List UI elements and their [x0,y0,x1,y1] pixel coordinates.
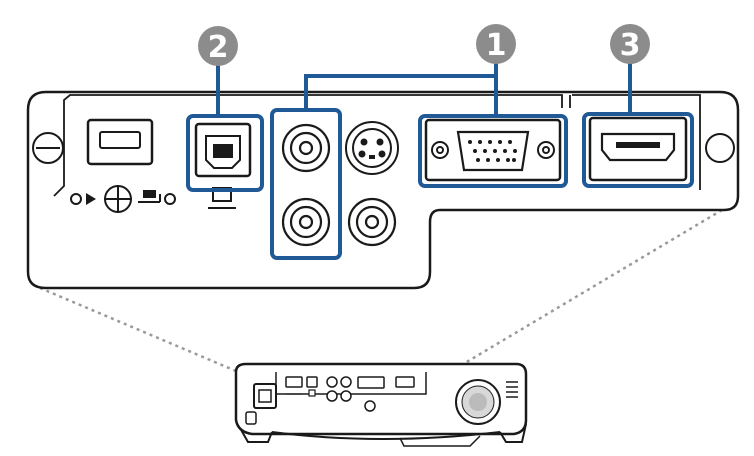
kensington-slot-icon [32,132,64,164]
vent-icon [506,381,518,398]
highlight-hdmi [582,112,694,188]
power-inlet-icon [253,383,277,409]
usb-a-port-icon [86,118,154,166]
svg-text:3: 3 [620,28,641,63]
rca-audio-port-icon [347,197,397,247]
callout-2: 2 [198,26,238,66]
vga-port-icon [424,118,562,182]
callout-3: 3 [610,24,650,64]
highlight-boxes [186,108,694,260]
mount-hole-icon [705,133,735,163]
usb-b-port-icon [194,122,252,178]
hdmi-port-icon [588,116,688,182]
usb-symbol-row-icon [70,185,176,213]
rear-panel-enlarged [26,90,740,290]
rca-port-icon [281,123,331,247]
highlight-vga [418,114,568,188]
projector-icon [234,362,528,447]
highlight-usb-b [186,114,264,192]
speaker-grille-icon [455,379,501,425]
callout-1: 1 [476,24,516,64]
s-video-port-icon [345,121,399,175]
svg-text:2: 2 [208,30,229,65]
callout-leader-lines [216,62,632,118]
svg-text:1: 1 [486,28,507,63]
zoom-leader-lines [39,208,723,387]
